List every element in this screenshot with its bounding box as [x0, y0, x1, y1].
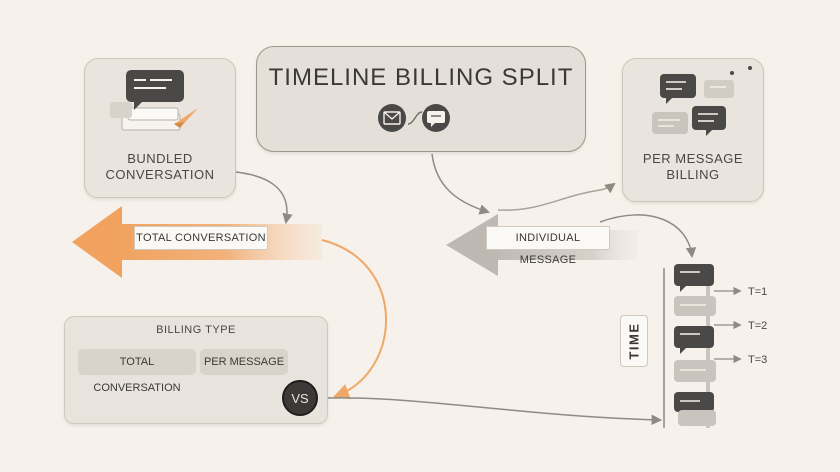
- time-tick-1: T=1: [748, 286, 768, 298]
- chat-bubble-icon: [652, 112, 688, 134]
- per-message-label-line1: PER MESSAGE: [642, 151, 744, 166]
- flow-wave: [407, 111, 423, 125]
- chat-bubble-icon: [422, 104, 450, 132]
- total-to-vs-connector: [321, 239, 387, 400]
- chat-bubble-icon: [674, 264, 714, 292]
- wave-to-per-message-connector: [497, 182, 616, 211]
- chat-bubble-icon: [674, 360, 716, 382]
- per-message-icons: [652, 66, 752, 136]
- bundled-icons: [110, 70, 198, 131]
- individual-message-tag: INDIVIDUAL MESSAGE: [486, 226, 610, 266]
- email-icon: [378, 104, 406, 132]
- vs-badge: VS: [282, 380, 318, 416]
- vs-to-timeline-connector: [327, 397, 663, 426]
- chat-bubble-icon: [674, 326, 714, 354]
- billing-option-total-conversation: TOTAL CONVERSATION: [78, 349, 196, 394]
- bundled-label-line2: CONVERSATION: [105, 167, 215, 182]
- time-axis-text: TIME: [626, 322, 642, 360]
- vs-label: VS: [291, 391, 309, 406]
- title-to-timeline-connector: [431, 153, 491, 215]
- diagram-title: TIMELINE BILLING SPLIT: [268, 64, 574, 91]
- chat-bubble-icon: [704, 80, 734, 98]
- chat-bubble-icon: [126, 70, 184, 110]
- chat-bubble-icon: [674, 296, 716, 316]
- individual-to-timeline-connector: [599, 214, 697, 259]
- chat-bubble-icon: [678, 410, 716, 426]
- time-tick-3: T=3: [748, 354, 768, 366]
- bundled-label-line1: BUNDLED: [127, 151, 193, 166]
- title-card: [256, 46, 586, 152]
- total-conversation-tag: TOTAL CONVERSATION: [134, 226, 268, 250]
- bundled-to-total-connector: [235, 171, 293, 225]
- paper-plane-icon: [174, 108, 198, 128]
- time-tick-2: T=2: [748, 320, 768, 332]
- per-message-label-line2: BILLING: [666, 167, 720, 182]
- timeline-messages: [674, 264, 716, 426]
- time-axis-label: TIME: [620, 315, 648, 367]
- chat-bubble-icon: [674, 392, 714, 412]
- document-stack-icon: [110, 102, 181, 131]
- billing-type-title: BILLING TYPE: [156, 324, 236, 336]
- chat-bubble-icon: [660, 74, 696, 104]
- chat-bubble-icon: [692, 106, 726, 136]
- title-icons: [378, 104, 450, 132]
- billing-option-per-message: PER MESSAGE: [200, 349, 288, 375]
